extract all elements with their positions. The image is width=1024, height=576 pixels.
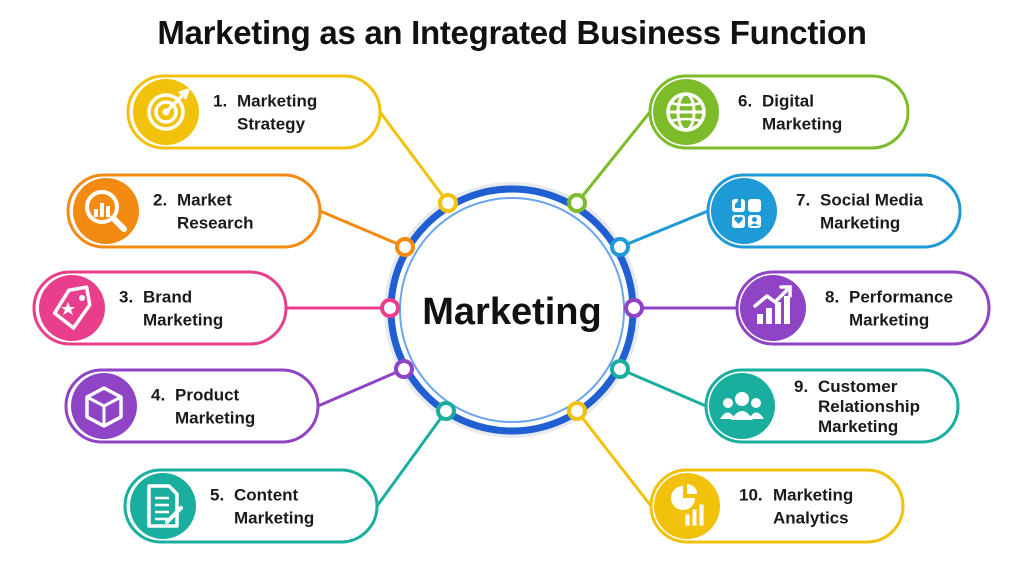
- connector-line-5: [375, 410, 448, 507]
- item-label-line: Marketing: [234, 509, 314, 528]
- item-label-line: Digital: [762, 92, 814, 111]
- item-label-line: Analytics: [773, 509, 849, 528]
- item-number: 1.: [213, 92, 227, 111]
- item-label-line: Marketing: [762, 115, 842, 134]
- product-box-icon: [71, 373, 137, 439]
- item-number: 5.: [210, 486, 224, 505]
- item-number: 7.: [796, 191, 810, 210]
- diagram-title: Marketing as an Integrated Business Func…: [157, 14, 867, 51]
- item-number: 3.: [119, 288, 133, 307]
- connector-dot-4: [394, 359, 414, 379]
- price-tag-icon: [39, 275, 105, 341]
- item-label-line: Marketing: [818, 417, 898, 436]
- item-label-line: Social Media: [820, 191, 924, 210]
- item-label-line: Content: [234, 486, 299, 505]
- growth-chart-icon: [740, 275, 806, 341]
- item-label-line: Customer: [818, 377, 898, 396]
- item-number: 9.: [794, 377, 808, 396]
- function-pills: 1.MarketingStrategy2.MarketResearch3.Bra…: [32, 74, 991, 544]
- connector-dot-5: [436, 401, 456, 421]
- connector-line-6: [575, 111, 652, 204]
- people-group-icon: [709, 373, 775, 439]
- connector-dot-6: [567, 193, 587, 213]
- connectors: [286, 111, 737, 507]
- target-icon: [133, 79, 199, 145]
- item-number: 10.: [739, 486, 763, 505]
- item-number: 2.: [153, 191, 167, 210]
- item-number: 4.: [151, 386, 165, 405]
- connector-dots: [380, 193, 644, 421]
- item-number: 6.: [738, 92, 752, 111]
- item-label-line: Research: [177, 214, 254, 233]
- connector-dot-10: [567, 401, 587, 421]
- hub-inner-ring: [399, 197, 625, 423]
- item-label-line: Marketing: [820, 214, 900, 233]
- item-label-line: Marketing: [175, 409, 255, 428]
- connector-dot-9: [610, 359, 630, 379]
- analytics-chart-icon: [654, 473, 720, 539]
- item-label-line: Marketing: [849, 311, 929, 330]
- item-label-line: Product: [175, 386, 240, 405]
- connector-dot-2: [395, 237, 415, 257]
- item-label-line: Relationship: [818, 397, 920, 416]
- connector-dot-1: [438, 193, 458, 213]
- item-number: 8.: [825, 288, 839, 307]
- connector-dot-7: [610, 237, 630, 257]
- connector-dot-3: [380, 298, 400, 318]
- connector-dot-8: [624, 298, 644, 318]
- item-label-line: Market: [177, 191, 232, 210]
- connector-line-9: [619, 367, 707, 408]
- connector-line-2: [319, 209, 406, 249]
- item-label-line: Brand: [143, 288, 192, 307]
- document-pen-icon: [130, 473, 196, 539]
- connector-line-4: [317, 367, 405, 408]
- connector-line-7: [619, 209, 709, 249]
- pill-outline: [648, 74, 910, 150]
- item-label-line: Performance: [849, 288, 953, 307]
- item-label-line: Marketing: [237, 92, 317, 111]
- item-label-line: Strategy: [237, 115, 306, 134]
- connector-line-1: [378, 111, 450, 204]
- connector-line-10: [575, 410, 653, 507]
- globe-icon: [653, 79, 719, 145]
- center-hub: Marketing: [384, 182, 640, 438]
- magnifier-chart-icon: [73, 178, 139, 244]
- social-media-icon: [711, 178, 777, 244]
- hub-label: Marketing: [422, 291, 601, 333]
- item-label-line: Marketing: [143, 311, 223, 330]
- item-label-line: Marketing: [773, 486, 853, 505]
